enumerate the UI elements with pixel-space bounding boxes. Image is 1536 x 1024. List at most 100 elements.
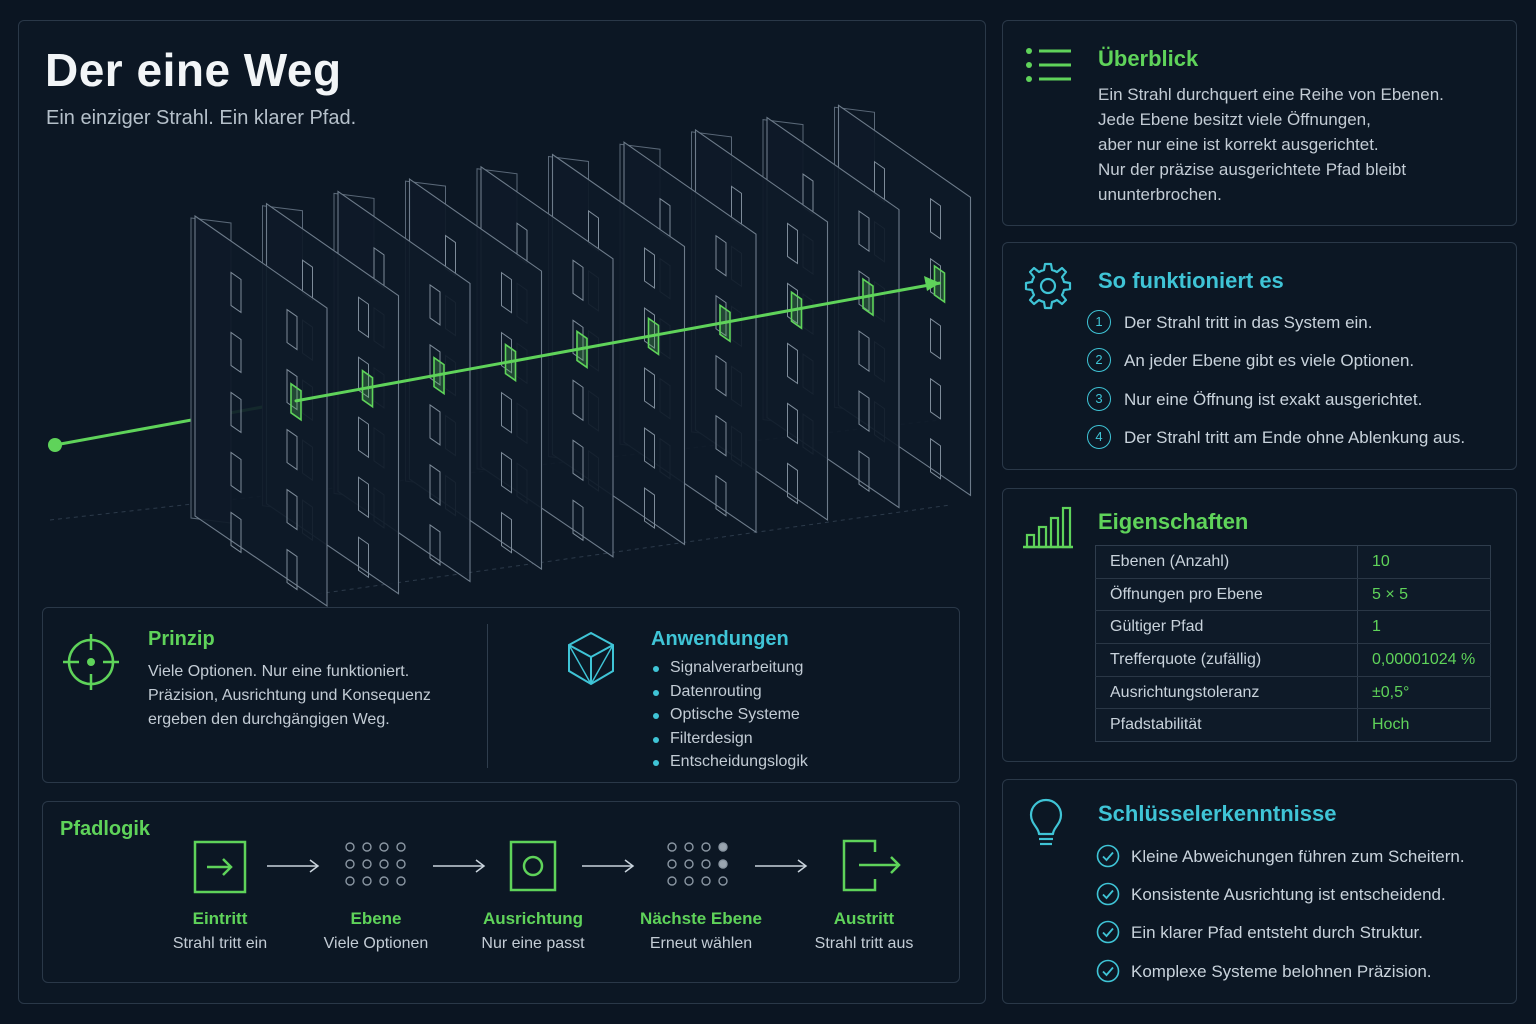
opening bbox=[572, 439, 584, 482]
opening bbox=[230, 511, 242, 554]
application-item: Entscheidungslogik bbox=[653, 753, 808, 770]
arrow-right-icon bbox=[582, 859, 635, 873]
opening bbox=[787, 282, 798, 325]
opening bbox=[358, 536, 369, 579]
crosshair-icon bbox=[63, 634, 119, 690]
principle-panel: Prinzip Viele Optionen. Nur eine funktio… bbox=[42, 607, 960, 783]
bar-chart-icon bbox=[1023, 506, 1073, 549]
beam-source-dot bbox=[48, 438, 62, 452]
howto-card: So funktioniert es 1 Der Strahl tritt in… bbox=[1002, 242, 1517, 470]
opening bbox=[572, 499, 584, 542]
table-row: Ausrichtungstoleranz±0,5° bbox=[1095, 676, 1491, 710]
overview-card: Überblick Ein Strahl durchquert eine Rei… bbox=[1002, 20, 1517, 226]
dot-grid-highlight-icon bbox=[667, 842, 728, 886]
howto-step-text: An jeder Ebene gibt es viele Optionen. bbox=[1124, 351, 1415, 370]
overview-line-1: Ein Strahl durchquert eine Reihe von Ebe… bbox=[1098, 85, 1444, 104]
floor-line bbox=[309, 504, 951, 596]
opening bbox=[858, 330, 870, 373]
opening bbox=[501, 511, 512, 554]
cube-icon bbox=[568, 631, 614, 686]
step-label-naechste-ebene: Nächste Ebene bbox=[640, 909, 762, 928]
beam-segment bbox=[652, 320, 727, 337]
opening bbox=[787, 402, 798, 445]
application-item: Optische Systeme bbox=[653, 706, 800, 723]
grid-dot bbox=[718, 859, 728, 869]
property-value: 0,00001024 % bbox=[1357, 643, 1491, 677]
grid-dot bbox=[684, 859, 694, 869]
overview-title: Überblick bbox=[1098, 46, 1199, 71]
arrow-right-icon bbox=[433, 859, 486, 873]
opening bbox=[644, 367, 655, 409]
beam-segment bbox=[723, 307, 798, 324]
opening bbox=[230, 271, 242, 314]
overview-line-5: ununterbrochen. bbox=[1098, 185, 1222, 204]
grid-dot bbox=[718, 876, 728, 886]
property-key: Öffnungen pro Ebene bbox=[1095, 578, 1358, 612]
page-title: Der eine Weg bbox=[45, 44, 342, 96]
enter-icon bbox=[193, 840, 247, 894]
opening bbox=[358, 356, 369, 399]
check-circle-icon bbox=[1096, 844, 1120, 868]
step-sub-eintritt: Strahl tritt ein bbox=[172, 935, 268, 952]
opening bbox=[429, 463, 441, 506]
property-key: Ebenen (Anzahl) bbox=[1095, 545, 1358, 579]
opening bbox=[286, 428, 298, 471]
step-sub-ebene: Viele Optionen bbox=[323, 935, 429, 952]
pathlogic-title: Pfadlogik bbox=[60, 818, 151, 840]
check-circle-icon bbox=[1096, 920, 1120, 944]
insights-title: Schlüsselerkenntnisse bbox=[1098, 801, 1337, 826]
opening bbox=[429, 283, 441, 326]
grid-dot bbox=[667, 876, 677, 886]
step-label-austritt: Austritt bbox=[833, 909, 895, 928]
property-value: Hoch bbox=[1357, 708, 1491, 742]
insight-item: Komplexe Systeme belohnen Präzision. bbox=[1131, 962, 1432, 981]
properties-card: Eigenschaften Ebenen (Anzahl)10 Öffnunge… bbox=[1002, 488, 1517, 762]
step-number: 2 bbox=[1087, 348, 1111, 372]
opening bbox=[429, 343, 441, 386]
property-value: 5 × 5 bbox=[1357, 578, 1491, 612]
property-key: Ausrichtungstoleranz bbox=[1095, 676, 1358, 710]
property-value: ±0,5° bbox=[1357, 676, 1491, 710]
grid-dot bbox=[667, 842, 677, 852]
gear-icon bbox=[1024, 262, 1072, 310]
opening bbox=[644, 307, 655, 349]
arrow-right-icon bbox=[267, 859, 320, 873]
opening bbox=[501, 451, 512, 494]
beam-segment bbox=[795, 294, 870, 311]
opening bbox=[930, 317, 941, 360]
step-number: 3 bbox=[1087, 387, 1111, 411]
opening bbox=[429, 523, 441, 566]
opening bbox=[230, 331, 242, 374]
opening bbox=[286, 308, 298, 351]
grid-dot bbox=[396, 876, 406, 886]
beam-segment bbox=[294, 386, 369, 403]
beam-segment bbox=[437, 360, 512, 377]
properties-title: Eigenschaften bbox=[1098, 509, 1249, 534]
opening bbox=[286, 368, 298, 411]
property-key: Pfadstabilität bbox=[1095, 708, 1358, 742]
application-item: Datenrouting bbox=[653, 683, 762, 700]
target-square-icon bbox=[509, 840, 557, 892]
insight-item: Ein klarer Pfad entsteht durch Struktur. bbox=[1131, 923, 1423, 942]
opening bbox=[644, 247, 655, 289]
grid-dot bbox=[345, 876, 355, 886]
application-item: Signalverarbeitung bbox=[652, 659, 804, 676]
overview-line-2: Jede Ebene besitzt viele Öffnungen, bbox=[1098, 110, 1371, 129]
grid-dot bbox=[701, 859, 711, 869]
opening bbox=[787, 462, 798, 505]
application-item: Filterdesign bbox=[653, 730, 753, 747]
step-sub-ausrichtung: Nur eine passt bbox=[481, 935, 585, 952]
opening bbox=[286, 548, 298, 591]
opening bbox=[858, 270, 870, 313]
grid-dot bbox=[379, 842, 389, 852]
opening bbox=[358, 296, 369, 339]
opening bbox=[286, 488, 298, 531]
grid-dot bbox=[379, 876, 389, 886]
step-sub-naechste-ebene: Erneut wählen bbox=[649, 935, 753, 952]
grid-dot bbox=[379, 859, 389, 869]
grid-dot bbox=[718, 842, 728, 852]
opening bbox=[715, 414, 727, 457]
grid-dot bbox=[396, 859, 406, 869]
overview-line-3: aber nur eine ist korrekt ausgerichtet. bbox=[1098, 135, 1379, 154]
insight-item: Kleine Abweichungen führen zum Scheitern… bbox=[1131, 847, 1465, 866]
